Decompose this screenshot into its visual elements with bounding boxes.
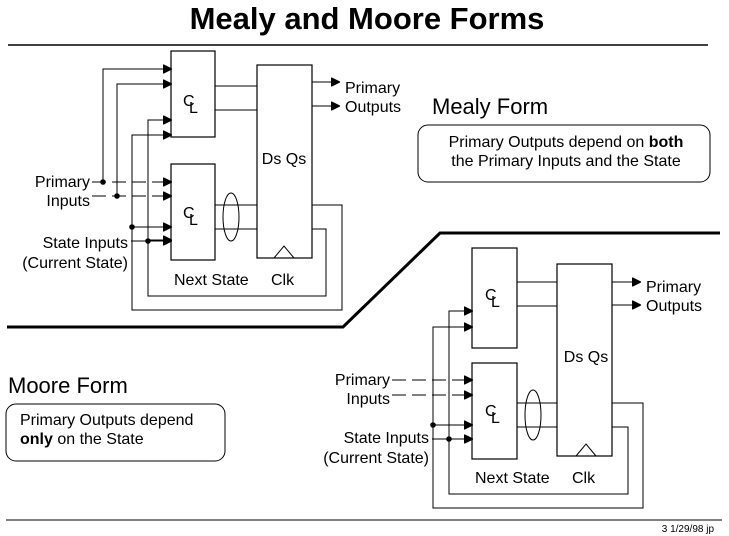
mealy-clock-triangle — [273, 245, 295, 259]
moore-note-box — [5, 403, 226, 462]
moore-cl-output-l: L — [491, 294, 500, 311]
section-divider — [7, 231, 720, 329]
moore-section: C L C L Ds Qs Primary Outputs Primary In… — [5, 247, 702, 509]
mealy-cl-next-c: C — [183, 205, 195, 222]
moore-primary-inputs-line1: Primary — [335, 372, 390, 389]
mealy-state-inputs-line1: State Inputs — [43, 235, 128, 252]
mealy-section: C L C L Ds Qs Primary O — [22, 50, 711, 311]
mealy-next-state-label: Next State — [174, 272, 249, 289]
moore-clk-label: Clk — [572, 470, 596, 487]
mealy-cl-output-block — [170, 50, 216, 138]
mealy-note-line2: the Primary Inputs and the State — [451, 153, 681, 170]
mealy-note-box — [417, 124, 711, 183]
footer-text: 3 1/29/98 jp — [662, 524, 715, 535]
moore-cl-output-block — [471, 247, 518, 349]
moore-primary-outputs-line2: Outputs — [646, 298, 702, 315]
moore-cl-next-c: C — [485, 403, 497, 420]
mealy-primary-outputs-line2: Outputs — [345, 99, 401, 116]
mealy-primary-inputs-line1: Primary — [35, 174, 90, 191]
moore-heading: Moore Form — [8, 373, 128, 398]
moore-cl-next-state-block — [471, 362, 518, 460]
mealy-state-inputs-line2: (Current State) — [22, 255, 128, 272]
moore-note-line1: Primary Outputs depend — [20, 412, 193, 429]
mealy-cl-next-state-block — [170, 163, 216, 261]
moore-primary-outputs-line1: Primary — [646, 279, 701, 296]
moore-register-label: Ds Qs — [564, 349, 608, 366]
mealy-cl-next-l: L — [189, 212, 198, 229]
moore-clock-triangle — [575, 443, 597, 457]
mealy-note-line1: Primary Outputs depend on both — [449, 134, 684, 151]
moore-state-inputs-line2: (Current State) — [323, 450, 429, 467]
moore-primary-inputs-line2: Inputs — [346, 391, 390, 408]
mealy-cl-output-c: C — [183, 93, 195, 110]
mealy-primary-outputs-line1: Primary — [345, 80, 400, 97]
mealy-heading: Mealy Form — [432, 94, 548, 119]
moore-note-line2: only on the State — [20, 431, 144, 448]
moore-cl-output-c: C — [485, 287, 497, 304]
moore-register-block — [556, 263, 613, 457]
moore-state-inputs-line1: State Inputs — [344, 430, 429, 447]
mealy-cl-output-l: L — [189, 100, 198, 117]
moore-next-state-ellipse — [524, 389, 542, 441]
mealy-next-state-ellipse — [222, 192, 240, 242]
mealy-primary-inputs-line2: Inputs — [46, 193, 90, 210]
page-title: Mealy and Moore Forms — [190, 1, 545, 36]
mealy-clk-label: Clk — [271, 272, 295, 289]
moore-next-state-label: Next State — [475, 470, 550, 487]
mealy-register-label: Ds Qs — [262, 151, 306, 168]
mealy-register-block — [256, 64, 313, 259]
moore-cl-next-l: L — [491, 410, 500, 427]
